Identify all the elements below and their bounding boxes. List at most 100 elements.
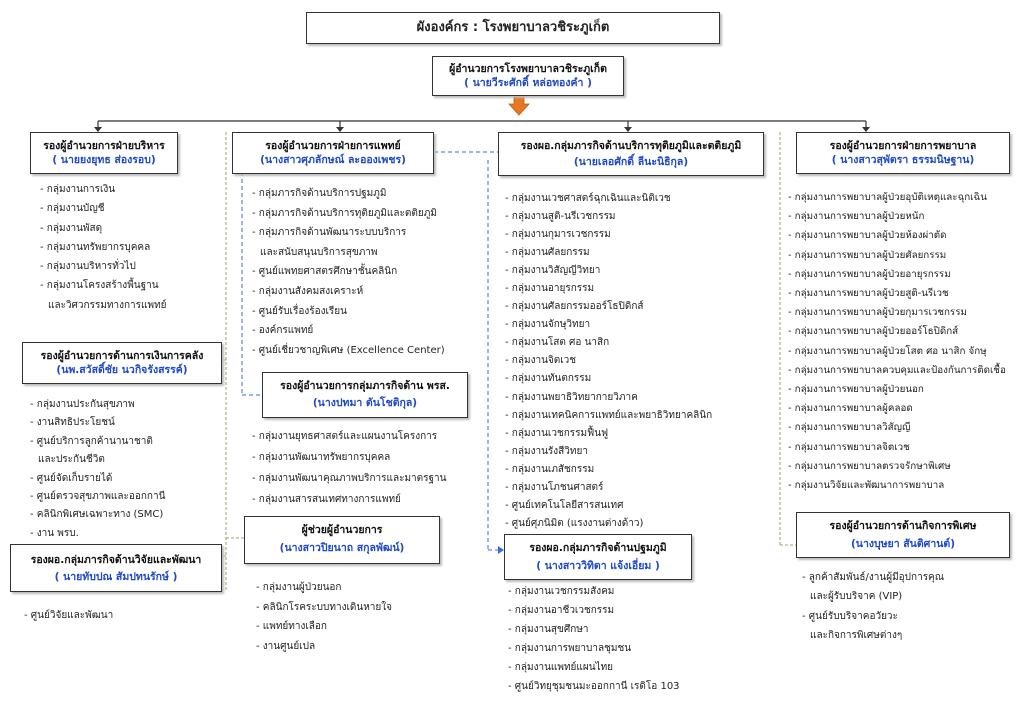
admin-box: รองผู้อำนวยการฝ่ายบริหาร ( นายยงยุทธ ส่อ… <box>30 132 178 174</box>
list-item: งานสิทธิประโยชน์ <box>30 414 165 432</box>
nursing-list: กลุ่มงานการพยาบาลผู้ป่วยอุบัติเหตุและฉุก… <box>788 188 1006 495</box>
medical-title: รองผู้อำนวยการฝ่ายการแพทย์ <box>265 140 401 152</box>
finance-title: รองผู้อำนวยการด้านการเงินการคลัง <box>40 350 204 362</box>
list-item: กลุ่มงานการพยาบาลผู้ป่วยอายุรกรรม <box>788 265 1006 284</box>
special-box: รองผู้อำนวยการด้านกิจการพิเศษ (นางบุษยา … <box>796 512 1010 558</box>
secondary-box: รองผอ.กลุ่มภารกิจด้านบริการทุติยภูมิและต… <box>498 132 764 176</box>
list-item: และประกันชีวิต <box>38 454 105 466</box>
list-item: กลุ่มงานวิจัยและพัฒนาการพยาบาล <box>788 476 1006 495</box>
special-name: (นางบุษยา สันติศานต์) <box>850 538 956 550</box>
list-item: และกิจการพิเศษต่างๆ <box>810 629 903 641</box>
list-item: ศูนย์จัดเก็บรายได้ <box>30 470 165 488</box>
list-item: และวิศวกรรมทางการแพทย์ <box>48 299 167 311</box>
director-title: ผู้อำนวยการโรงพยาบาลวชิระภูเก็ต <box>449 63 607 75</box>
secondary-title: รองผอ.กลุ่มภารกิจด้านบริการทุติยภูมิและต… <box>520 140 742 152</box>
special-title: รองผู้อำนวยการด้านกิจการพิเศษ <box>829 520 977 532</box>
list-item: ศูนย์แพทยศาสตรศึกษาชั้นคลินิก <box>252 262 445 282</box>
hr-mission-box: รองผู้อำนวยการกลุ่มภารกิจด้าน พรส. (นางป… <box>262 372 468 418</box>
list-item: ศูนย์เชี่ยวชาญพิเศษ (Excellence Center) <box>252 341 445 361</box>
hr-mission-title: รองผู้อำนวยการกลุ่มภารกิจด้าน พรส. <box>280 380 450 392</box>
list-item: กลุ่มงานการเงิน <box>40 180 167 199</box>
list-item: กลุ่มงานการพยาบาลตรวจรักษาพิเศษ <box>788 457 1006 476</box>
medical-name: (นางสาวศุภลักษณ์ ละอองเพชร) <box>260 154 406 166</box>
list-item: กลุ่มงานเทคนิคการแพทย์และพยาธิวิทยาคลินิ… <box>505 407 712 425</box>
assistant-box: ผู้ช่วยผู้อำนวยการ (นางสาวปิยนาถ สกุลพัฒ… <box>244 516 440 564</box>
chart-title-text: ผังองค์กร : โรงพยาบาลวชิระภูเก็ต <box>416 20 610 35</box>
finance-name: (นพ.สวัสดิ์ชัย นวกิจรังสรรค์) <box>56 364 188 376</box>
list-item: กลุ่มงานโภชนศาสตร์ <box>505 479 712 497</box>
primary-title: รองผอ.กลุ่มภารกิจด้านปฐมภูมิ <box>529 542 667 554</box>
list-item: กลุ่มงานสุขศึกษา <box>508 620 680 639</box>
list-item: และผู้รับบริจาค (VIP) <box>810 591 903 603</box>
list-item: กลุ่มงานเวชกรรมฟื้นฟู <box>505 425 712 443</box>
list-item: กลุ่มงานการพยาบาลผู้ป่วยนอก <box>788 380 1006 399</box>
list-item: ศูนย์บริการลูกค้านานาชาติ <box>30 433 165 451</box>
list-item: กลุ่มงานพัฒนาคุณภาพบริการและมาตรฐาน <box>252 468 447 489</box>
admin-title: รองผู้อำนวยการฝ่ายบริหาร <box>43 140 165 152</box>
list-item: กลุ่มงานสารสนเทศทางการแพทย์ <box>252 489 447 510</box>
research-title: รองผอ.กลุ่มภารกิจด้านวิจัยและพัฒนา <box>30 554 202 566</box>
list-item: กลุ่มงานสังคมสงเคราะห์ <box>252 282 445 302</box>
list-item: กลุ่มงานประกันสุขภาพ <box>30 396 165 414</box>
nursing-name: ( นางสาวสุพัตรา ธรรมนิษฐาน) <box>831 154 975 166</box>
nursing-box: รองผู้อำนวยการฝ่ายการพยาบาล ( นางสาวสุพั… <box>796 132 1010 174</box>
list-item: กลุ่มงานบริหารทั่วไป <box>40 257 167 276</box>
list-item: ศูนย์ตรวจสุขภาพและออกกานี <box>30 488 166 506</box>
primary-name: ( นางสาววิทิตา แจ้งเอี่ยม ) <box>536 560 660 572</box>
list-item: คลินิกโรคระบบทางเดินหายใจ <box>256 598 392 618</box>
list-item: กลุ่มงานพัฒนาทรัพยากรบุคคล <box>252 447 447 468</box>
assistant-list: กลุ่มงานผู้ป่วยนอก คลินิกโรคระบบทางเดินห… <box>256 578 392 656</box>
admin-list: กลุ่มงานการเงิน กลุ่มงานบัญชี กลุ่มงานพั… <box>40 180 167 315</box>
special-list: ลูกค้าสัมพันธ์/งานผู้มีอุปการคุณ และผู้ร… <box>802 568 944 645</box>
list-item: งาน พรบ. <box>30 525 165 543</box>
finance-box: รองผู้อำนวยการด้านการเงินการคลัง (นพ.สวั… <box>22 342 222 384</box>
list-item: กลุ่มงานการพยาบาลวิสัญญี <box>788 418 1006 437</box>
list-item: ศูนย์วิทยุชุมชนมะออกกานี เรดิโอ 103 <box>508 677 680 696</box>
list-item: กลุ่มงานพัสดุ <box>40 219 167 238</box>
research-list: ศูนย์วิจัยและพัฒนา <box>24 606 113 625</box>
list-item: กลุ่มงานการพยาบาลผู้ป่วยศัลยกรรม <box>788 246 1006 265</box>
list-item: ศูนย์ศุภนิมิต (แรงงานต่างด้าว) <box>505 515 712 533</box>
list-item: กลุ่มงานศัลยกรรมออร์โธปิดิกส์ <box>505 298 712 316</box>
list-item: กลุ่มภารกิจด้านบริการปฐมภูมิ <box>252 184 445 204</box>
list-item: กลุ่มงานยุทธศาสตร์และแผนงานโครงการ <box>252 426 447 447</box>
list-item: กลุ่มภารกิจด้านบริการทุติยภูมิและตติยภูม… <box>252 204 445 224</box>
list-item: กลุ่มงานผู้ป่วยนอก <box>256 578 392 598</box>
finance-list: กลุ่มงานประกันสุขภาพ งานสิทธิประโยชน์ ศู… <box>30 396 166 543</box>
secondary-list: กลุ่มงานเวชศาสตร์ฉุกเฉินและนิติเวช กลุ่ม… <box>505 190 712 533</box>
list-item: กลุ่มงานการพยาบาลผู้ป่วยหนัก <box>788 207 1006 226</box>
list-item: ลูกค้าสัมพันธ์/งานผู้มีอุปการคุณ <box>802 568 944 587</box>
list-item: กลุ่มงานจิตเวช <box>505 352 712 370</box>
list-item: ศูนย์รับเรื่องร้องเรียน <box>252 302 445 322</box>
list-item: แพทย์ทางเลือก <box>256 617 392 637</box>
list-item: กลุ่มภารกิจด้านพัฒนาระบบบริการ <box>252 223 445 243</box>
list-item: องค์กรแพทย์ <box>252 321 445 341</box>
list-item: ศูนย์วิจัยและพัฒนา <box>24 606 113 625</box>
chart-title: ผังองค์กร : โรงพยาบาลวชิระภูเก็ต <box>306 12 720 44</box>
director-box: ผู้อำนวยการโรงพยาบาลวชิระภูเก็ต ( นายวีร… <box>432 56 624 96</box>
list-item: กลุ่มงานการพยาบาลชุมชน <box>508 639 680 658</box>
list-item: กลุ่มงานเวชศาสตร์ฉุกเฉินและนิติเวช <box>505 190 712 208</box>
list-item: กลุ่มงานการพยาบาลผู้ป่วยออร์โธปิดิกส์ <box>788 322 1006 341</box>
list-item: กลุ่มงานเวชกรรมสังคม <box>508 582 680 601</box>
list-item: กลุ่มงานจักษุวิทยา <box>505 316 712 334</box>
list-item: กลุ่มงานศัลยกรรม <box>505 244 712 262</box>
list-item: กลุ่มงานการพยาบาลผู้ป่วยสูติ-นรีเวช <box>788 284 1006 303</box>
secondary-name: (นายเลอศักดิ์ ลีนะนิธิกุล) <box>573 156 689 168</box>
list-item: กลุ่มงานการพยาบาลจิตเวช <box>788 438 1006 457</box>
list-item: และสนับสนุนบริการสุขภาพ <box>260 246 378 258</box>
list-item: กลุ่มงานโครงสร้างพื้นฐาน <box>40 276 167 295</box>
list-item: กลุ่มงานโสต ศอ นาสิก <box>505 334 712 352</box>
primary-box: รองผอ.กลุ่มภารกิจด้านปฐมภูมิ ( นางสาววิท… <box>504 534 692 580</box>
list-item: กลุ่มงานการพยาบาลผู้ป่วยกุมารเวชกรรม <box>788 303 1006 322</box>
list-item: กลุ่มงานอาชีวเวชกรรม <box>508 601 680 620</box>
list-item: กลุ่มงานการพยาบาลผู้ป่วยอุบัติเหตุและฉุก… <box>788 188 1006 207</box>
medical-box: รองผู้อำนวยการฝ่ายการแพทย์ (นางสาวศุภลัก… <box>232 132 434 174</box>
list-item: กลุ่มงานการพยาบาลผู้ป่วยโสต ศอ นาสิก จัก… <box>788 342 1006 361</box>
hr-mission-list: กลุ่มงานยุทธศาสตร์และแผนงานโครงการ กลุ่ม… <box>252 426 447 510</box>
list-item: กลุ่มงานวิสัญญีวิทยา <box>505 262 712 280</box>
list-item: กลุ่มงานการพยาบาลผู้คลอด <box>788 399 1006 418</box>
list-item: กลุ่มงานเภสัชกรรม <box>505 461 712 479</box>
research-name: ( นายทับปณ สัมปทนรักษ์ ) <box>54 571 178 583</box>
